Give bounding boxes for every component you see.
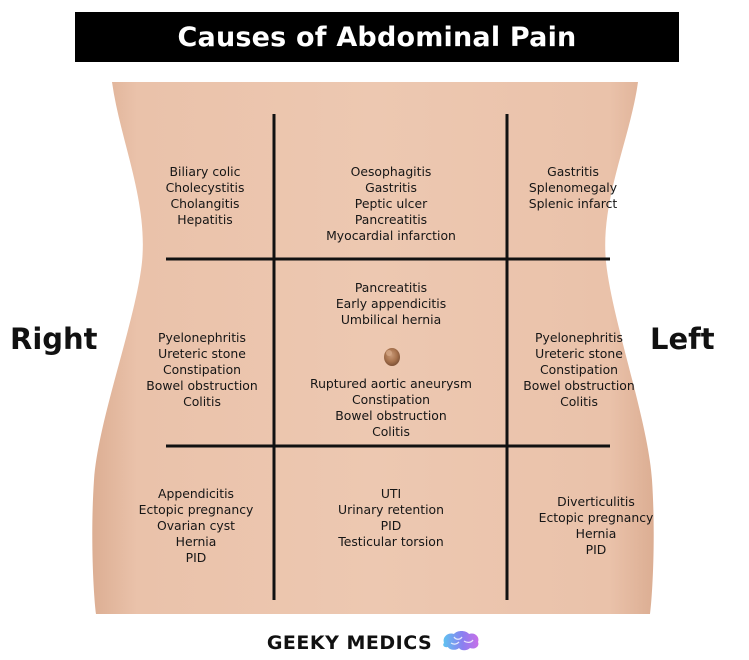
list-item: Bowel obstruction (335, 408, 446, 424)
region-umbilical-upper: Pancreatitis Early appendicitis Umbilica… (285, 280, 497, 328)
list-item: Constipation (352, 392, 430, 408)
list-item: PID (586, 542, 607, 558)
list-item: UTI (381, 486, 401, 502)
list-item: Bowel obstruction (146, 378, 257, 394)
region-umbilical-lower: Ruptured aortic aneurysm Constipation Bo… (285, 376, 497, 440)
navel-highlight (386, 350, 392, 356)
list-item: Colitis (372, 424, 410, 440)
list-item: Colitis (183, 394, 221, 410)
list-item: Splenomegaly (529, 180, 617, 196)
right-side-label: Right (10, 322, 98, 356)
footer-brand: GEEKY MEDICS (0, 630, 749, 656)
list-item: PID (381, 518, 402, 534)
list-item: Gastritis (547, 164, 599, 180)
list-item: Urinary retention (338, 502, 444, 518)
region-left-lumbar: Pyelonephritis Ureteric stone Constipati… (509, 330, 649, 410)
region-right-lumbar: Pyelonephritis Ureteric stone Constipati… (132, 330, 272, 410)
list-item: Ectopic pregnancy (139, 502, 254, 518)
list-item: Ureteric stone (158, 346, 246, 362)
region-right-hypochondrium: Biliary colic Cholecystitis Cholangitis … (140, 164, 270, 228)
list-item: Early appendicitis (336, 296, 446, 312)
region-hypogastric: UTI Urinary retention PID Testicular tor… (285, 486, 497, 550)
list-item: PID (186, 550, 207, 566)
list-item: Peptic ulcer (355, 196, 427, 212)
list-item: Oesophagitis (351, 164, 432, 180)
list-item: Diverticulitis (557, 494, 635, 510)
list-item: Ureteric stone (535, 346, 623, 362)
list-item: Appendicitis (158, 486, 234, 502)
region-right-iliac: Appendicitis Ectopic pregnancy Ovarian c… (122, 486, 270, 566)
region-epigastric: Oesophagitis Gastritis Peptic ulcer Panc… (285, 164, 497, 244)
left-side-label: Left (650, 322, 715, 356)
list-item: Pancreatitis (355, 212, 427, 228)
list-item: Pyelonephritis (535, 330, 623, 346)
brain-icon (440, 629, 482, 657)
region-left-iliac: Diverticulitis Ectopic pregnancy Hernia … (522, 494, 670, 558)
list-item: Ruptured aortic aneurysm (310, 376, 472, 392)
navel (384, 348, 400, 366)
list-item: Cholecystitis (166, 180, 245, 196)
brand-name: GEEKY MEDICS (267, 632, 432, 654)
list-item: Splenic infarct (529, 196, 618, 212)
list-item: Hernia (576, 526, 617, 542)
list-item: Cholangitis (170, 196, 239, 212)
list-item: Pyelonephritis (158, 330, 246, 346)
region-left-hypochondrium: Gastritis Splenomegaly Splenic infarct (508, 164, 638, 212)
list-item: Gastritis (365, 180, 417, 196)
list-item: Constipation (540, 362, 618, 378)
list-item: Hernia (176, 534, 217, 550)
list-item: Umbilical hernia (341, 312, 441, 328)
list-item: Bowel obstruction (523, 378, 634, 394)
list-item: Myocardial infarction (326, 228, 456, 244)
list-item: Ovarian cyst (157, 518, 235, 534)
list-item: Biliary colic (170, 164, 241, 180)
list-item: Ectopic pregnancy (539, 510, 654, 526)
list-item: Constipation (163, 362, 241, 378)
list-item: Pancreatitis (355, 280, 427, 296)
list-item: Colitis (560, 394, 598, 410)
list-item: Testicular torsion (338, 534, 443, 550)
list-item: Hepatitis (177, 212, 232, 228)
